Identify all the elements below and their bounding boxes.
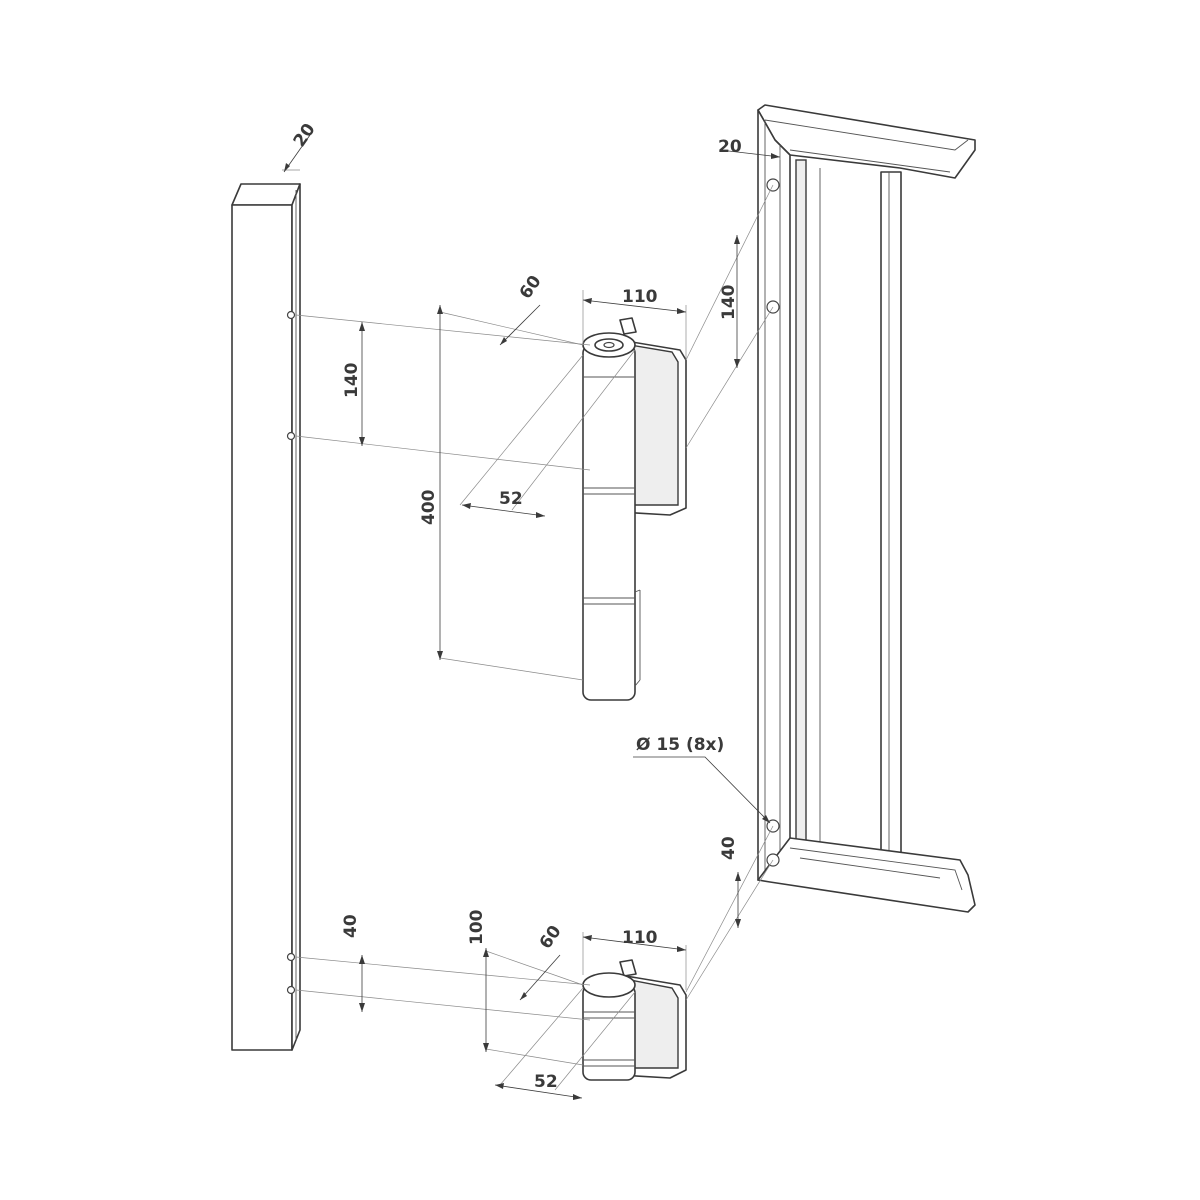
dim-lower-width: 110 — [622, 928, 658, 948]
hole-diameter-callout: Ø 15 (8x) — [636, 735, 724, 755]
dim-frame-upper-spacing: 140 — [719, 284, 739, 320]
dim-upper-offset: 52 — [499, 489, 523, 509]
lower-hinge — [582, 959, 687, 1081]
dim-frame-width: 20 — [718, 137, 742, 157]
dim-lower-depth: 60 — [536, 922, 566, 953]
upper-hinge — [582, 317, 687, 701]
left-post — [231, 183, 301, 1051]
extension-lines — [282, 150, 781, 1091]
dim-post-width: 20 — [290, 120, 320, 151]
dim-frame-lower-spacing: 40 — [719, 836, 739, 860]
dim-upper-width: 110 — [622, 287, 658, 307]
post-hole-2 — [286, 431, 296, 441]
dim-post-upper-spacing: 140 — [342, 362, 362, 398]
dim-post-lower-spacing: 40 — [341, 914, 361, 938]
gate-frame — [757, 104, 976, 913]
dim-hinge-length: 400 — [419, 489, 439, 525]
dim-upper-depth: 60 — [516, 272, 546, 303]
post-hole-1 — [286, 310, 296, 320]
post-hole-3 — [286, 952, 296, 962]
dim-lower-offset: 52 — [534, 1072, 558, 1092]
dimension-lines — [283, 134, 781, 1100]
post-hole-4 — [286, 985, 296, 995]
dimension-labels: 20 20 140 400 60 110 140 52 40 100 60 11… — [290, 120, 742, 1092]
dim-lower-height: 100 — [467, 909, 487, 945]
